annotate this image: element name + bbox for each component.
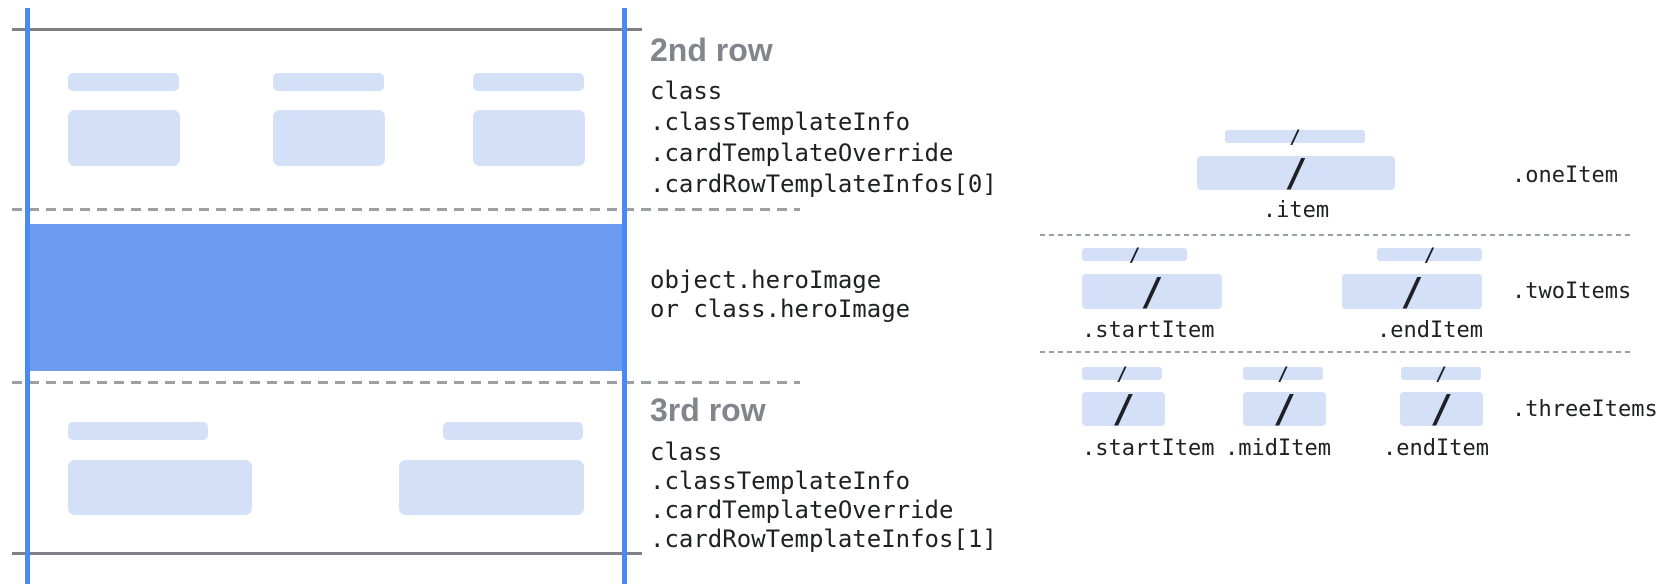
item-label-bar: / — [1401, 364, 1481, 383]
item-label-bar: / — [1225, 127, 1365, 146]
card-bottom-border — [12, 552, 642, 555]
item-value-bar: / — [1082, 273, 1222, 311]
field-value-block — [273, 110, 385, 166]
item-value-bar: / — [1400, 390, 1483, 428]
field-value-block — [473, 110, 585, 166]
row3-heading: 3rd row — [650, 392, 766, 428]
item-value-bar: / — [1197, 154, 1395, 192]
item-label: .startItem — [1082, 318, 1215, 343]
row2-code-line: class — [650, 77, 723, 105]
dashed-separator-one-two — [1040, 234, 1630, 236]
field-label-bar — [473, 73, 584, 91]
row2-code-line: .classTemplateInfo — [650, 108, 911, 136]
item-label: .endItem — [1383, 436, 1489, 461]
field-value-block — [399, 460, 584, 515]
card-guide-line-left — [25, 8, 30, 584]
field-label-bar — [68, 73, 179, 91]
field-label-bar — [273, 73, 384, 91]
hero-code-block: object.heroImage or class.heroImage — [650, 266, 910, 324]
card-top-border — [12, 28, 642, 31]
field-label-bar — [443, 422, 583, 440]
item-label-bar: / — [1082, 364, 1162, 383]
item-label: .item — [1262, 198, 1330, 223]
card-guide-line-right — [622, 8, 627, 584]
hero-code-line: object.heroImage — [650, 266, 882, 294]
field-label-bar — [68, 422, 208, 440]
item-value-bar: / — [1342, 273, 1482, 311]
row2-heading: 2nd row — [650, 32, 773, 68]
hero-image-band — [25, 224, 625, 371]
dashed-separator-two-three — [1040, 351, 1630, 353]
item-value-bar: / — [1082, 390, 1165, 428]
row3-code-line: .classTemplateInfo — [650, 467, 911, 495]
field-value-block — [68, 110, 180, 166]
row2-code-line: .cardRowTemplateInfos[0] — [650, 170, 997, 198]
row3-code-block: class .classTemplateInfo .cardTemplateOv… — [650, 438, 997, 554]
layout-label: .oneItem — [1512, 163, 1618, 188]
field-value-block — [68, 460, 252, 515]
layout-label: .twoItems — [1512, 279, 1632, 304]
hero-code-line: or class.heroImage — [650, 295, 911, 323]
item-label: .midItem — [1225, 436, 1331, 461]
row2-code-block: class .classTemplateInfo .cardTemplateOv… — [650, 76, 997, 200]
item-label-bar: / — [1377, 245, 1482, 264]
row2-code-line: .cardTemplateOverride — [650, 139, 954, 167]
item-value-bar: / — [1243, 390, 1326, 428]
dashed-separator-hero-row3 — [12, 381, 800, 384]
layout-label: .threeItems — [1512, 397, 1658, 422]
item-label: .startItem — [1082, 436, 1215, 461]
row3-code-line: .cardRowTemplateInfos[1] — [650, 525, 997, 553]
item-label: .endItem — [1377, 318, 1483, 343]
dashed-separator-row2-hero — [12, 208, 800, 211]
item-label-bar: / — [1082, 245, 1187, 264]
item-label-bar: / — [1243, 364, 1323, 383]
row3-code-line: .cardTemplateOverride — [650, 496, 954, 524]
row3-code-line: class — [650, 438, 723, 466]
